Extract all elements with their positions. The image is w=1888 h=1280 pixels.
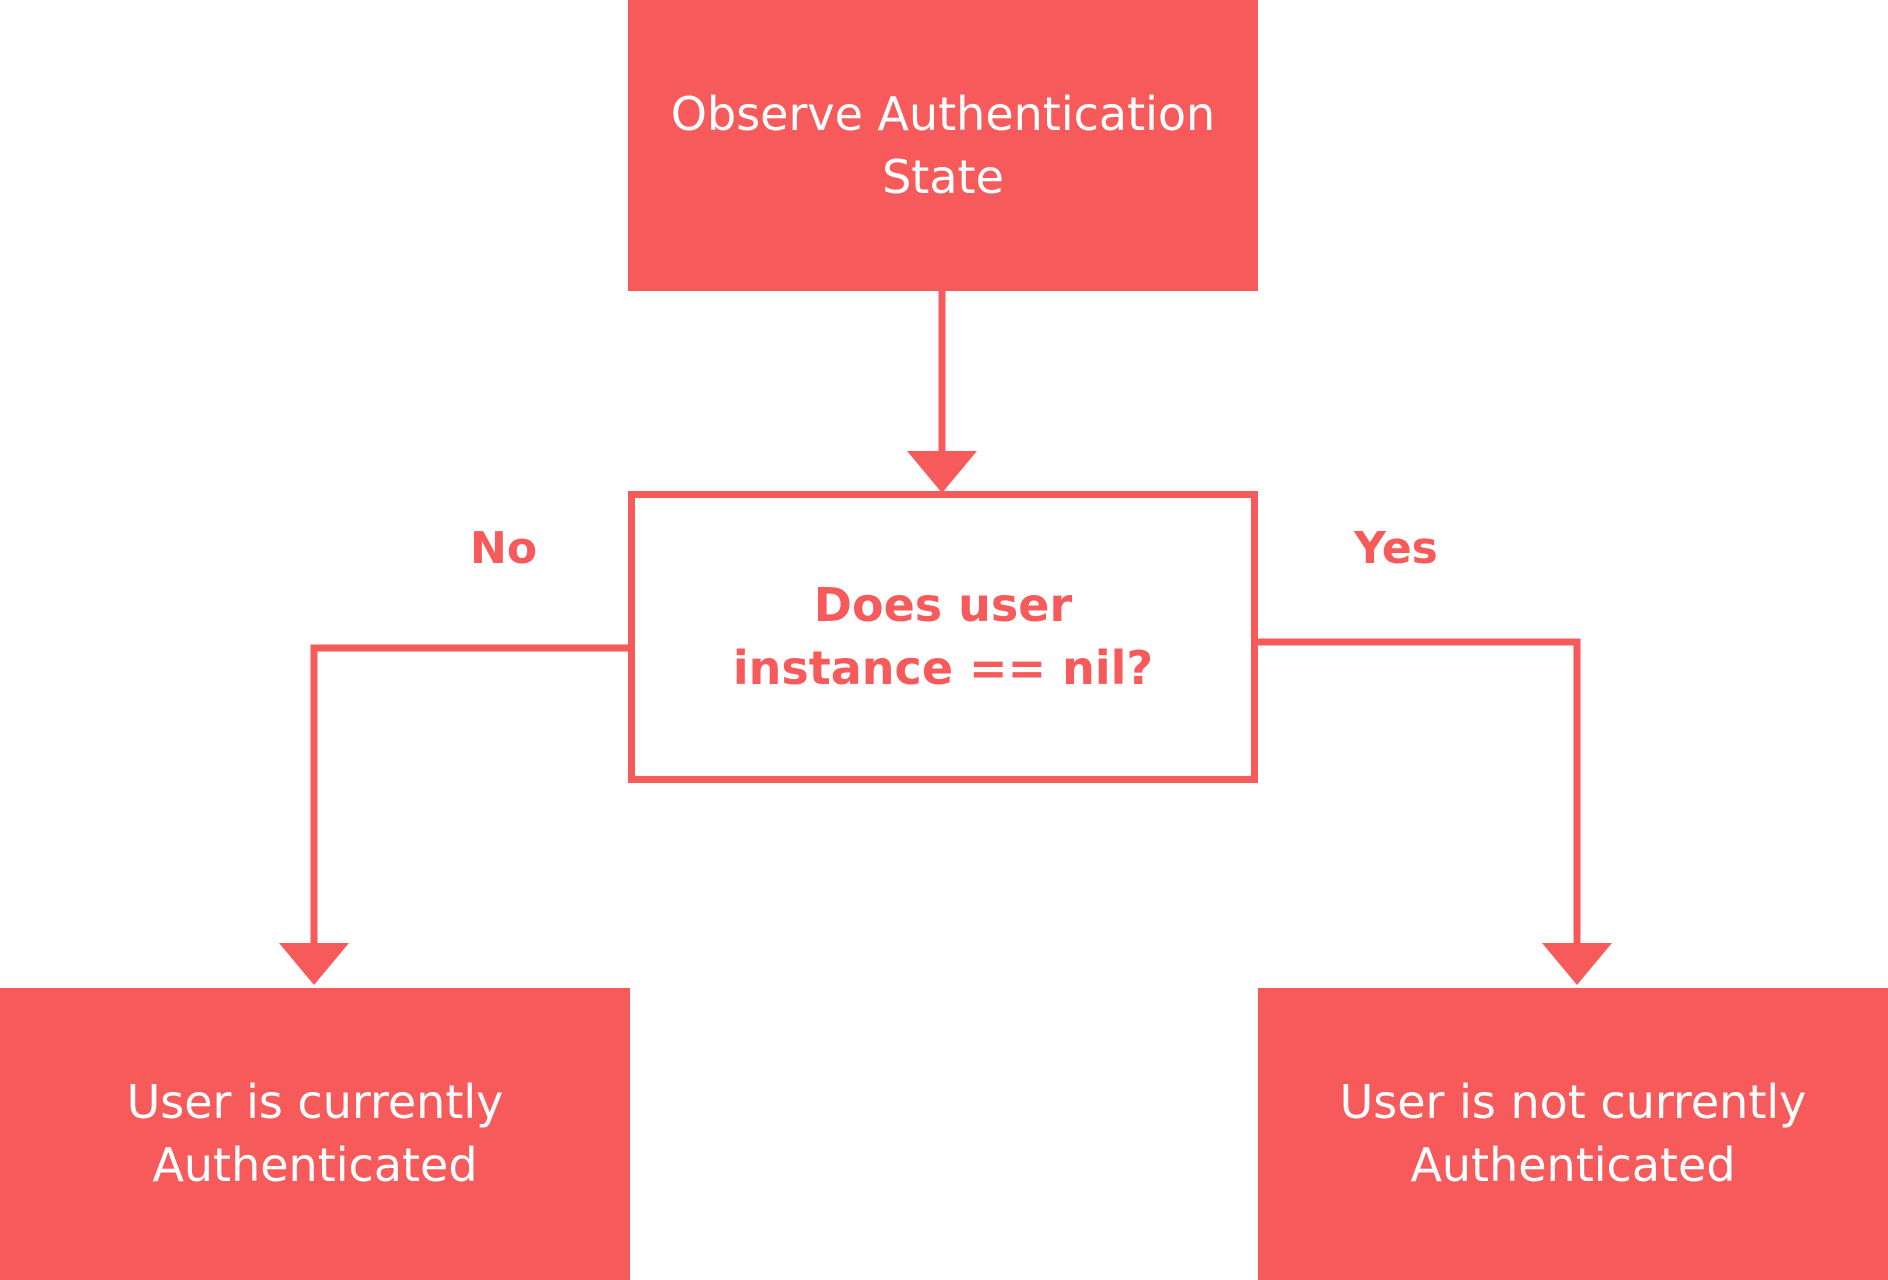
authenticated-node-label: User is currently Authenticated [126, 1075, 504, 1192]
authenticated-node: User is currently Authenticated [0, 988, 630, 1280]
arrow-decision-no [279, 644, 630, 985]
arrow-decision-yes [1256, 638, 1612, 985]
decision-node: Does user instance == nil? [628, 491, 1258, 783]
start-node: Observe Authentication State [628, 0, 1258, 291]
not-authenticated-node-label: User is not currently Authenticated [1339, 1075, 1807, 1192]
branch-label-no: No [470, 523, 538, 574]
branch-label-yes: Yes [1354, 523, 1438, 574]
start-node-label: Observe Authentication State [670, 86, 1216, 204]
decision-node-label: Does user instance == nil? [732, 578, 1154, 695]
not-authenticated-node: User is not currently Authenticated [1258, 988, 1888, 1280]
